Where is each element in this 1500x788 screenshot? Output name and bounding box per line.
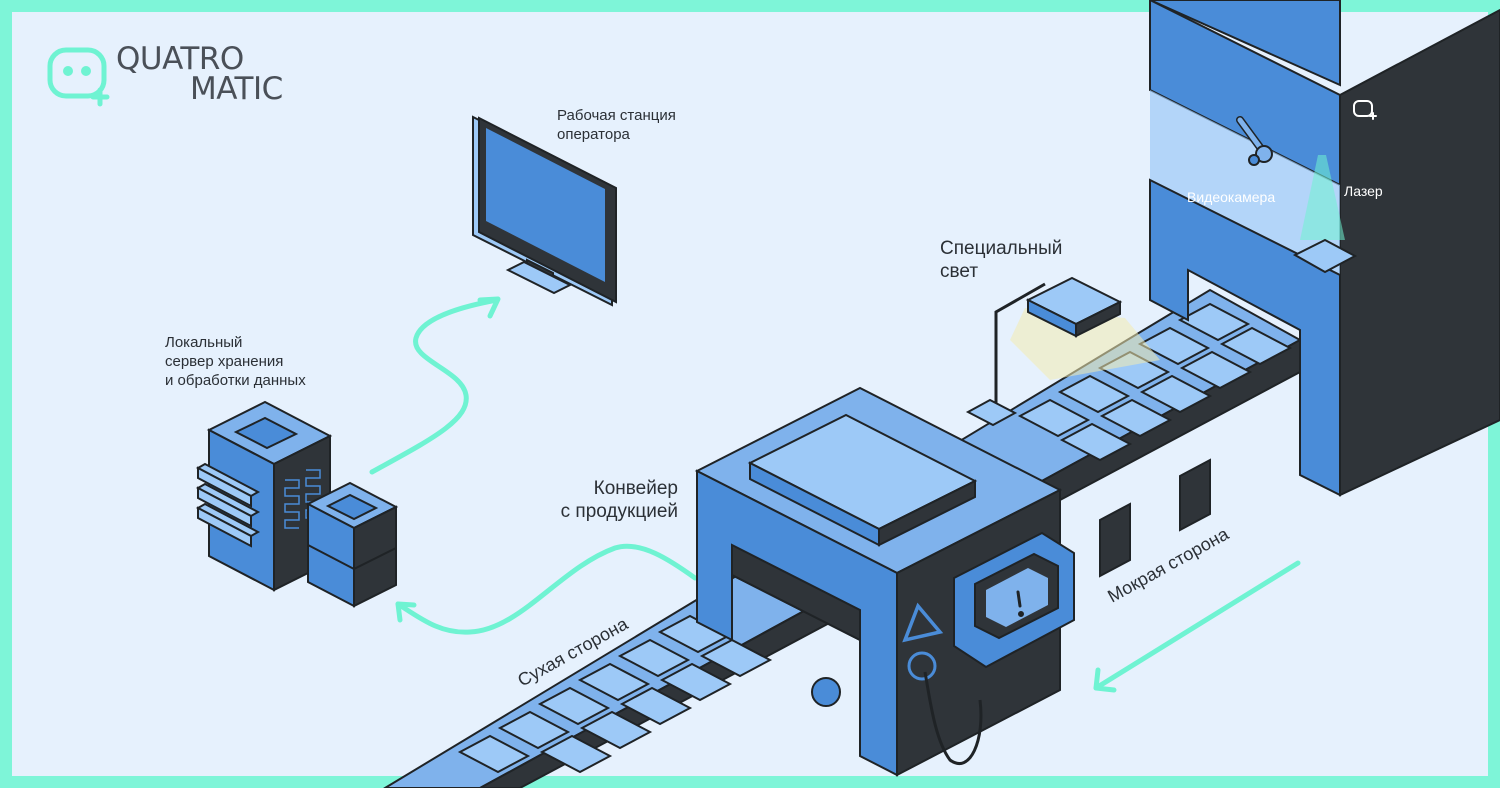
server-label: Локальный сервер хранения и обработки да…: [165, 334, 306, 389]
laser-label: Лазер: [1344, 183, 1383, 199]
workstation-label: Рабочая станция оператора: [557, 107, 676, 143]
special-light-label: Специальный свет: [940, 238, 1063, 282]
robot-face-plus-icon: [47, 47, 110, 107]
flow-arrow-icon: [395, 543, 698, 635]
exclamation-icon: [1016, 590, 1024, 617]
inspection-tower: [1149, 0, 1500, 497]
flow-arrow-icon: [1093, 560, 1301, 693]
brand-logo: QUATRO MATIC: [116, 41, 283, 107]
brand-line-2: MATIC: [190, 71, 283, 107]
server-icon: [195, 400, 399, 608]
brand-line-1: QUATRO: [116, 41, 244, 77]
conveyor-machine: [694, 386, 1075, 777]
conveyor-label: Конвейер с продукцией: [560, 478, 678, 522]
flow-arrow-icon: [369, 296, 501, 475]
triangle-icon: [902, 602, 944, 643]
camera-label: Видеокамера: [1187, 189, 1276, 205]
monitor-icon: [472, 115, 617, 307]
special-light: [965, 276, 1160, 427]
